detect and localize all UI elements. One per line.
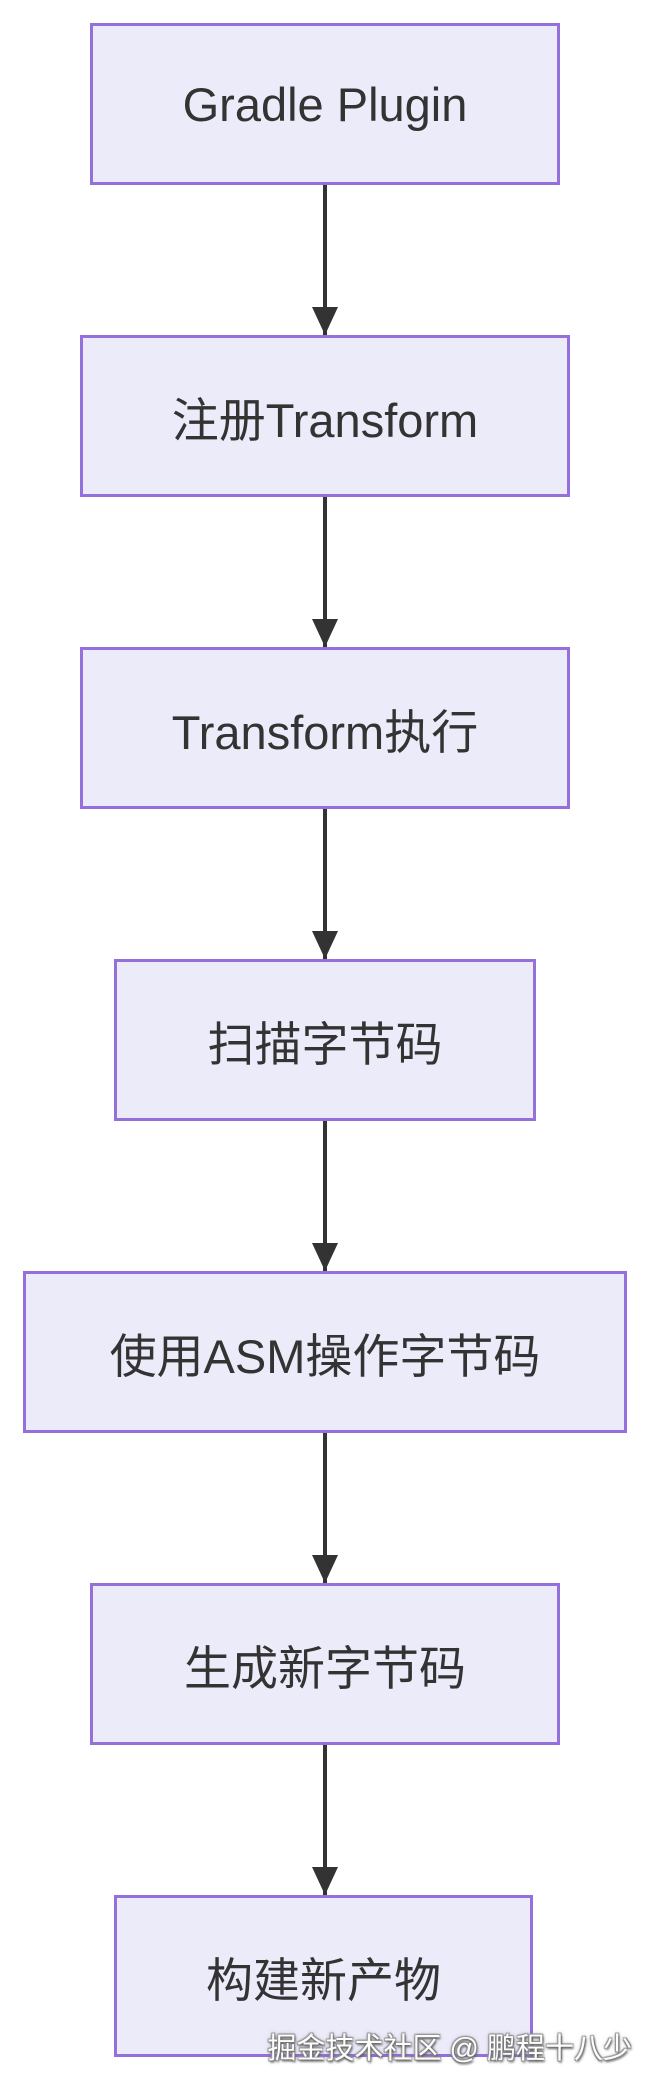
flow-arrow-4 (312, 1121, 338, 1271)
flow-node-asm-modify-bytecode: 使用ASM操作字节码 (23, 1271, 627, 1433)
flow-node-register-transform: 注册Transform (80, 335, 570, 497)
flow-node-label: 生成新字节码 (184, 1641, 466, 1695)
flow-arrow-2 (312, 497, 338, 647)
arrowhead-icon (312, 619, 338, 647)
flow-node-label: Transform执行 (171, 705, 479, 759)
arrowhead-icon (312, 307, 338, 335)
flow-node-generate-new-bytecode: 生成新字节码 (90, 1583, 560, 1745)
flow-node-transform-execute: Transform执行 (80, 647, 570, 809)
flow-arrow-6 (312, 1745, 338, 1895)
flow-node-label: 扫描字节码 (207, 1017, 443, 1071)
juejin-watermark: 掘金技术社区 @ 鹏程十八少 (267, 2033, 632, 2065)
flow-node-gradle-plugin: Gradle Plugin (90, 23, 560, 185)
flow-node-label: 注册Transform (171, 393, 479, 447)
flow-node-label: 构建新产物 (206, 1953, 441, 2007)
flow-arrow-5 (312, 1433, 338, 1583)
arrowhead-icon (312, 1867, 338, 1895)
arrowhead-icon (312, 1555, 338, 1583)
flow-node-label: 使用ASM操作字节码 (109, 1329, 541, 1383)
flow-node-build-new-artifact: 构建新产物 (114, 1895, 533, 2057)
arrowhead-icon (312, 931, 338, 959)
flow-node-scan-bytecode: 扫描字节码 (114, 959, 536, 1121)
flow-arrow-1 (312, 185, 338, 335)
flow-node-label: Gradle Plugin (182, 77, 468, 131)
flow-arrow-3 (312, 809, 338, 959)
arrowhead-icon (312, 1243, 338, 1271)
